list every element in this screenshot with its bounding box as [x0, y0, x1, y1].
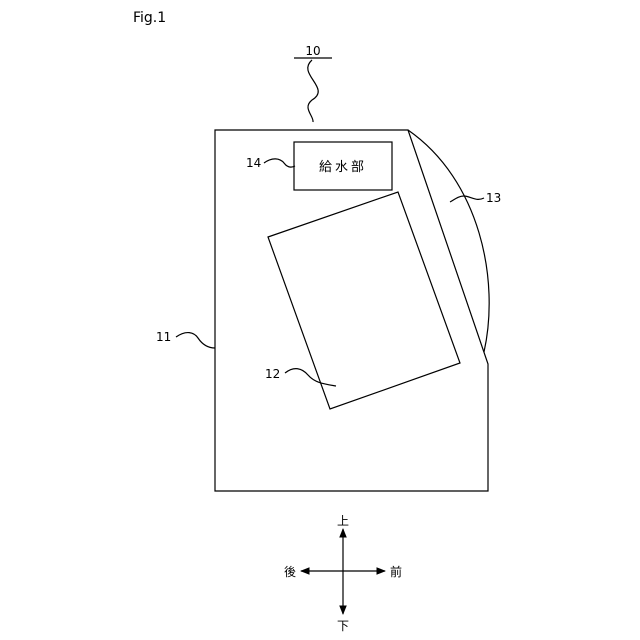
drum-outline	[268, 192, 460, 409]
housing-outline	[215, 130, 488, 491]
ref-13-label: 13	[486, 191, 501, 205]
ref-10-leader	[308, 60, 318, 122]
direction-down-label: 下	[337, 619, 349, 633]
direction-front-label: 前	[390, 564, 402, 579]
ref-10-group: 10	[294, 44, 332, 122]
ref-14-leader	[264, 159, 295, 167]
direction-back-label: 後	[284, 565, 296, 579]
ref-10-label: 10	[305, 44, 320, 58]
door-outline	[408, 130, 489, 352]
ref-12-leader	[285, 369, 336, 386]
water-supply-label: 給水部	[319, 160, 367, 175]
ref-14-label: 14	[246, 156, 261, 170]
direction-indicator: 上 下 後 前	[284, 514, 402, 633]
ref-11-label: 11	[156, 330, 171, 344]
ref-11-leader	[176, 333, 215, 348]
ref-12-label: 12	[265, 367, 280, 381]
figure-title: Fig.1	[133, 10, 166, 26]
direction-up-label: 上	[337, 514, 349, 528]
